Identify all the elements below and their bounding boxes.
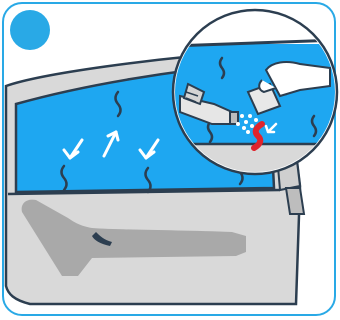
step-number-badge	[10, 10, 50, 50]
door-lock-post	[286, 188, 304, 214]
red-heat-squiggle-icon	[254, 124, 262, 148]
